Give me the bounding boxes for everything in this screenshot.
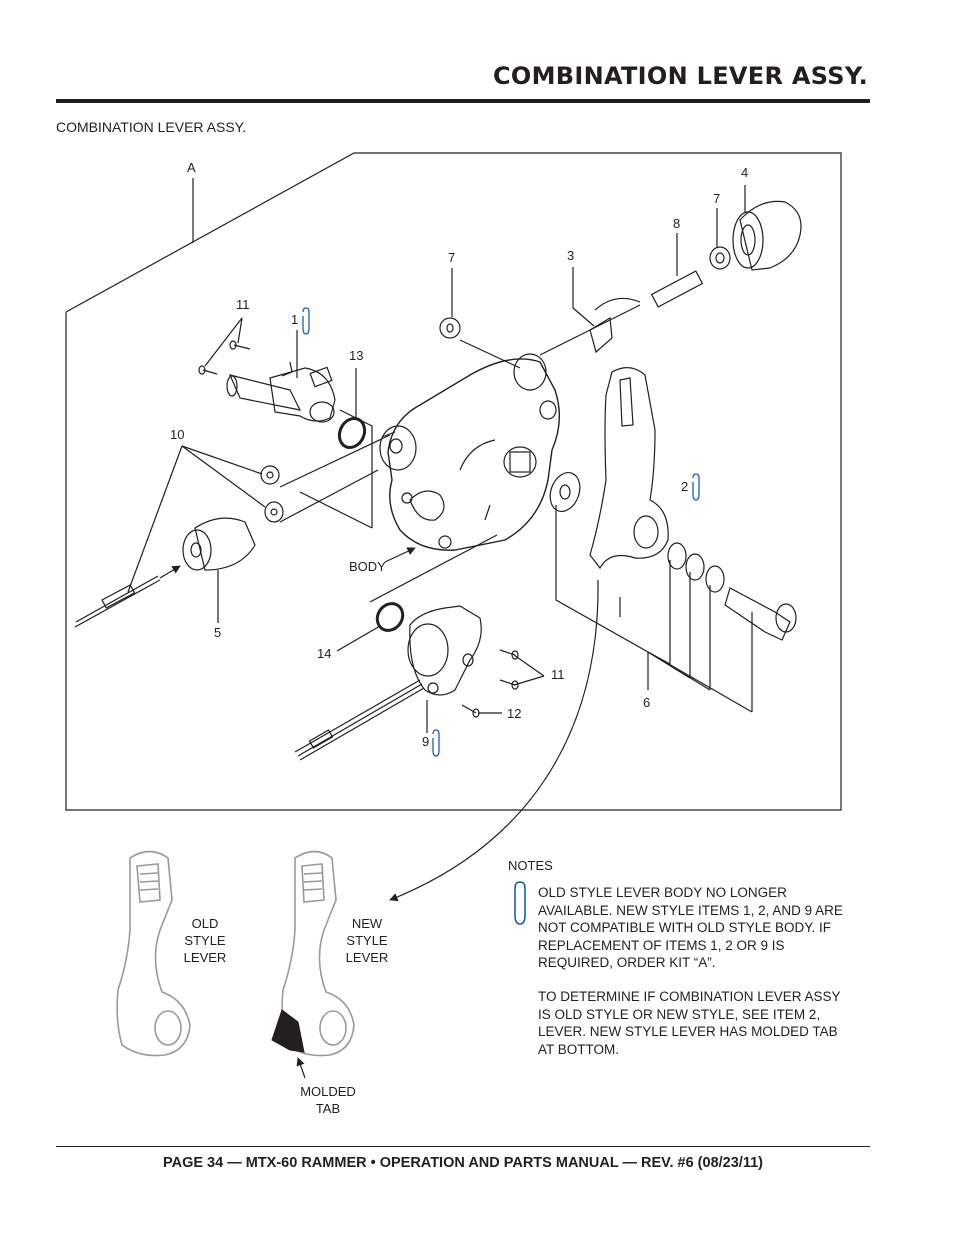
notes-heading: NOTES: [508, 858, 553, 873]
molded-tab-drawing: [271, 1009, 305, 1053]
item-13-o-ring: [337, 416, 367, 450]
footer-rule: [56, 1146, 870, 1147]
body-label: BODY: [349, 559, 386, 574]
item-7-nut-right: [709, 246, 731, 270]
kit-label: A: [187, 160, 196, 175]
callout-9: 9: [422, 734, 430, 749]
item-2-lever-drawing: [589, 367, 669, 570]
callout-13: 13: [349, 348, 364, 363]
title-rule: [56, 99, 870, 103]
item-11-screws-bottom: [499, 649, 519, 690]
item-6-washer: [667, 542, 687, 570]
callout-4: 4: [741, 165, 749, 180]
washer: [549, 472, 581, 512]
item-3-cable-drawing: [539, 297, 641, 356]
callout-7-right: 7: [713, 191, 721, 206]
callout-12: 12: [507, 706, 522, 721]
callout-3: 3: [567, 248, 575, 263]
kit-boundary: [65, 152, 842, 811]
item-6-washer: [705, 565, 725, 593]
item-6-washer: [685, 553, 705, 581]
page-title: COMBINATION LEVER ASSY.: [492, 62, 868, 90]
item-6-bolt-drawing: [724, 587, 797, 641]
page-footer: PAGE 34 — MTX-60 RAMMER • OPERATION AND …: [163, 1155, 763, 1171]
lever-body-drawing: [379, 353, 560, 551]
callout-10: 10: [170, 427, 185, 442]
item-11-screws-top: [198, 340, 251, 375]
new-style-lever-drawing: [281, 850, 355, 1057]
paperclip-icon: [514, 881, 526, 925]
callout-11-bottom: 11: [551, 667, 565, 682]
item-7-nut-left: [439, 317, 461, 339]
paperclip-icon: [432, 729, 440, 757]
item-9-switch-drawing: [294, 605, 482, 761]
item-4-knob-drawing: [732, 200, 802, 271]
item-12-screw: [461, 704, 480, 718]
paperclip-icon: [692, 473, 700, 501]
callout-2: 2: [681, 479, 689, 494]
callout-1: 1: [291, 312, 299, 327]
note-paragraph-1: OLD STYLE LEVER BODY NO LONGER AVAILABLE…: [538, 885, 843, 970]
callout-14: 14: [317, 646, 332, 661]
paperclip-icon: [302, 307, 310, 335]
item-1-shaft-drawing: [226, 361, 336, 423]
section-title: COMBINATION LEVER ASSY.: [56, 119, 247, 135]
callout-8: 8: [673, 216, 681, 231]
callout-7-left: 7: [448, 250, 456, 265]
callout-5: 5: [214, 625, 222, 640]
callout-11-top: 11: [236, 297, 250, 312]
item-14-o-ring: [375, 602, 405, 632]
old-style-lever-drawing: [116, 850, 191, 1057]
note-paragraph-2: TO DETERMINE IF COMBINATION LEVER ASSY I…: [538, 989, 841, 1057]
item-8-spring-drawing: [650, 270, 704, 308]
item-5-cable-end-drawing: [74, 517, 256, 628]
item-10-nuts: [260, 465, 284, 523]
callout-6: 6: [643, 695, 651, 710]
